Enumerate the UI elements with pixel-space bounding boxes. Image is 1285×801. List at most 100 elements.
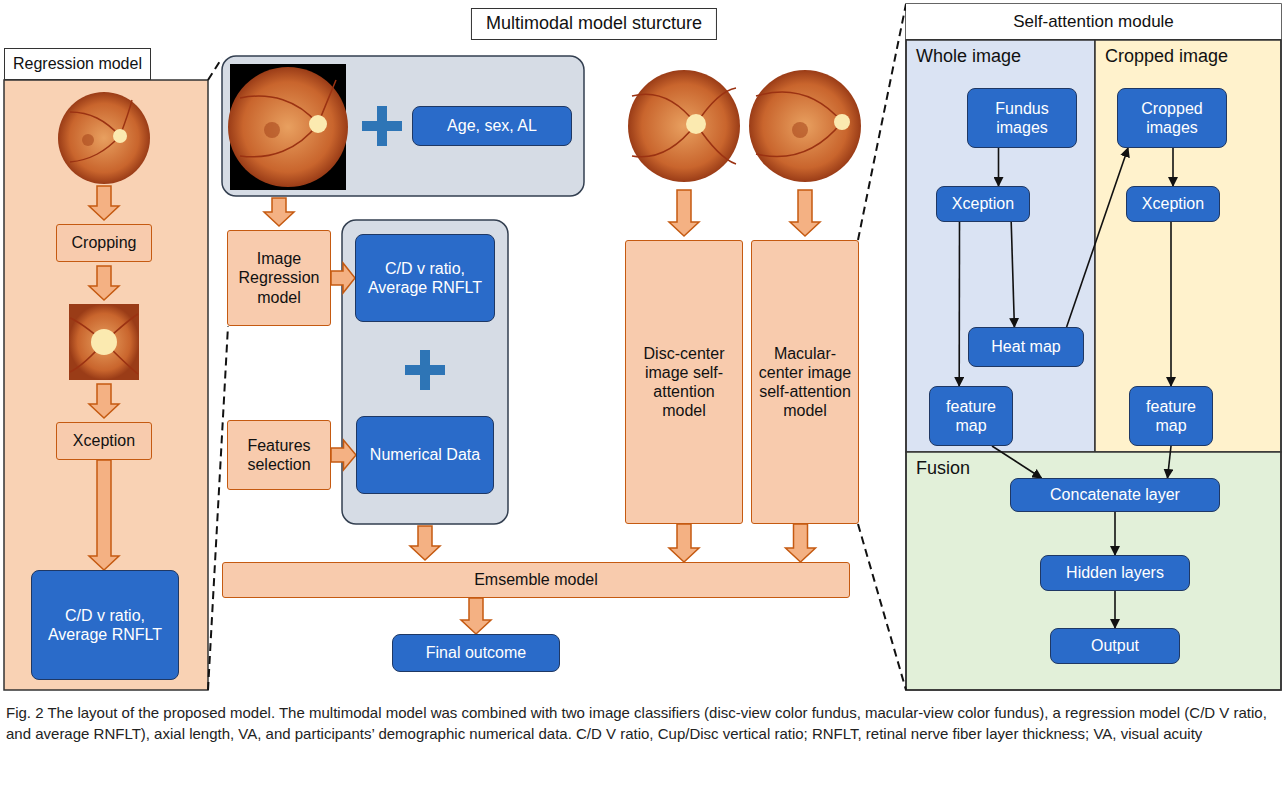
- process-box: C/D v ratio, Average RNFLT: [355, 234, 495, 322]
- node-label: C/D v ratio, Average RNFLT: [38, 606, 172, 644]
- node-label: Xception: [73, 431, 135, 450]
- process-box: Xception: [56, 422, 152, 460]
- panel-heading: Cropped image: [1105, 46, 1228, 67]
- process-box: Fundus images: [967, 88, 1077, 148]
- panel: FusionConcatenate layerHidden layersOutp…: [906, 452, 1281, 690]
- node-label: Cropped images: [1124, 99, 1220, 137]
- panel: Regression modelCroppingXceptionC/D v ra…: [4, 48, 208, 690]
- process-box: feature map: [1129, 386, 1213, 446]
- fundus-image: [749, 70, 861, 182]
- block-arrow: [331, 263, 355, 293]
- panel: Whole imageFundus imagesXceptionHeat map…: [906, 40, 1095, 452]
- process-box: Macular-center image self-attention mode…: [751, 240, 859, 524]
- plus-sign: [362, 106, 402, 146]
- block-arrow: [89, 460, 119, 570]
- panel-heading: Self-attention module: [906, 4, 1281, 40]
- panel-heading: Regression model: [4, 48, 151, 80]
- block-arrow: [264, 198, 294, 226]
- process-box: feature map: [929, 386, 1013, 446]
- node-label: feature map: [936, 397, 1006, 435]
- block-arrow: [331, 440, 356, 470]
- node-label: feature map: [1136, 397, 1206, 435]
- process-box: Concatenate layer: [1010, 478, 1220, 512]
- process-box: Disc-center image self-attention model: [625, 240, 743, 524]
- node-label: Age, sex, AL: [447, 116, 537, 135]
- node-label: Heat map: [991, 337, 1060, 356]
- node-label: Features selection: [234, 436, 324, 474]
- vessel: [756, 92, 842, 157]
- flow-arrow: [998, 148, 1000, 186]
- process-box: Numerical Data: [356, 416, 494, 494]
- process-box: Emsemble model: [222, 562, 850, 598]
- node-label: Numerical Data: [370, 445, 480, 464]
- node-label: Fundus images: [974, 99, 1070, 137]
- zoom-line: [858, 524, 906, 690]
- process-box: C/D v ratio, Average RNFLT: [31, 570, 179, 680]
- flow-arrow: [1114, 591, 1116, 628]
- node-label: Image Regression model: [234, 249, 324, 307]
- node-label: Cropping: [72, 233, 137, 252]
- flow-arrow: [992, 446, 1042, 478]
- fundus-image: [228, 67, 348, 187]
- macula: [82, 134, 94, 146]
- process-box: Image Regression model: [227, 230, 331, 326]
- block-arrow: [89, 384, 119, 418]
- vessel: [240, 80, 336, 157]
- node-label: Xception: [1142, 194, 1204, 213]
- flow-arrow: [1011, 222, 1014, 327]
- panel-heading: Fusion: [916, 458, 970, 479]
- process-box: Xception: [936, 186, 1030, 222]
- vessel: [632, 88, 736, 164]
- fundus-image: [58, 92, 150, 184]
- node-label: Emsemble model: [474, 570, 598, 589]
- vessel: [70, 100, 132, 162]
- group-box: [222, 56, 584, 196]
- group-box: [342, 220, 508, 524]
- optic-disc: [834, 114, 850, 130]
- process-box: Cropped images: [1117, 88, 1227, 148]
- region-ground: [906, 452, 1281, 690]
- optic-disc: [91, 329, 117, 355]
- zoom-line: [208, 58, 222, 80]
- diagram-title: Multimodal model sturcture: [471, 8, 717, 40]
- process-box: Cropping: [56, 224, 152, 262]
- optic-disc: [309, 115, 327, 133]
- process-box: Age, sex, AL: [412, 106, 572, 146]
- region-ground: [1095, 40, 1281, 452]
- optic-disc: [113, 129, 127, 143]
- block-arrow: [410, 526, 440, 560]
- panel-ground: [4, 80, 208, 690]
- vessel: [70, 314, 138, 374]
- node-label: C/D v ratio, Average RNFLT: [362, 259, 488, 297]
- block-arrow: [89, 186, 119, 220]
- process-box: Xception: [1126, 186, 1220, 222]
- node-label: Concatenate layer: [1050, 485, 1180, 504]
- process-box: Final outcome: [392, 634, 560, 672]
- panel: Cropped imageCropped imagesXception featu…: [1095, 40, 1281, 452]
- block-arrow: [786, 524, 816, 562]
- flow-arrow: [958, 222, 960, 386]
- zoom-line: [858, 4, 906, 240]
- flow-arrow: [1172, 148, 1174, 186]
- process-box: Heat map: [968, 327, 1084, 367]
- zoom-line: [208, 326, 228, 690]
- fundus-image: [628, 70, 740, 182]
- panel-border: [906, 4, 1281, 690]
- block-arrow: [790, 190, 820, 236]
- panel-heading: Whole image: [916, 46, 1021, 67]
- process-box: Features selection: [227, 420, 331, 490]
- process-box: Output: [1050, 628, 1180, 664]
- node-label: Final outcome: [426, 643, 527, 662]
- node-label: Hidden layers: [1066, 563, 1164, 582]
- process-box: Hidden layers: [1040, 555, 1190, 591]
- macula: [792, 122, 808, 138]
- cropped-image: [69, 304, 139, 380]
- block-arrow: [89, 266, 119, 300]
- block-arrow: [461, 598, 491, 634]
- flow-arrow: [1168, 446, 1172, 478]
- region-ground: [906, 40, 1095, 452]
- node-label: Output: [1091, 636, 1139, 655]
- node-label: Xception: [952, 194, 1014, 213]
- block-arrow: [669, 524, 699, 562]
- flow-arrow: [1067, 148, 1128, 327]
